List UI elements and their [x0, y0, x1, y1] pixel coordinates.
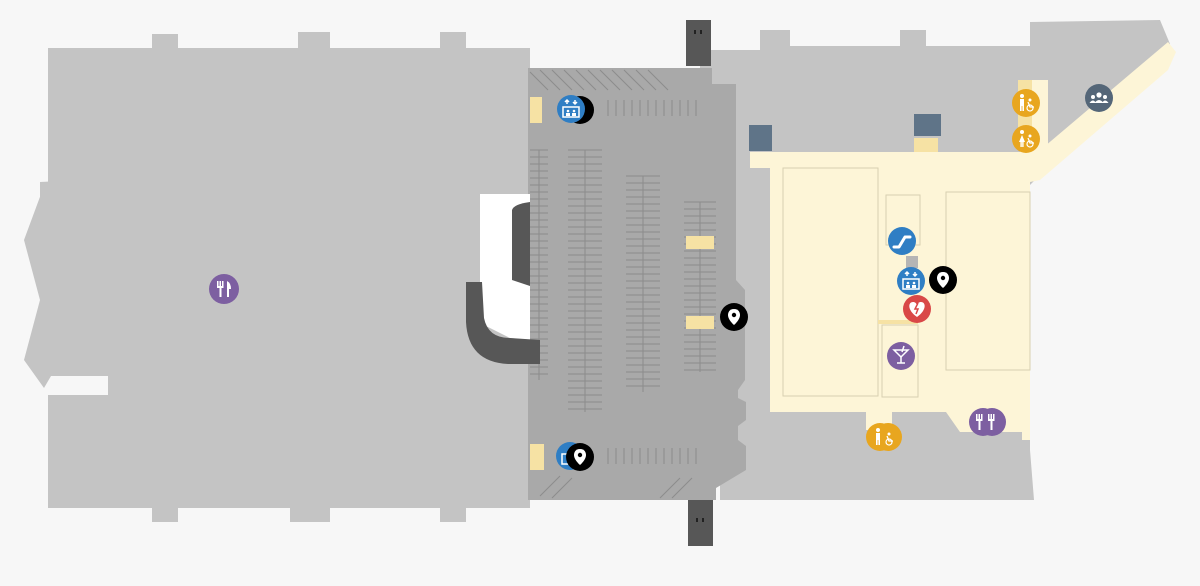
- restroom-icon[interactable]: [1012, 125, 1040, 153]
- restroom-glyph: [876, 428, 893, 446]
- poi-layer: [209, 84, 1113, 471]
- yellow-strip: [878, 320, 918, 324]
- left-hall: [40, 32, 530, 522]
- stair-block: [914, 114, 941, 136]
- room-left: [782, 167, 879, 397]
- poi-circle: [1012, 89, 1040, 117]
- restroom-glyph: [1020, 94, 1034, 112]
- location-pin-icon[interactable]: [566, 443, 594, 471]
- restaurant-icon[interactable]: [969, 408, 1006, 436]
- elevator-glyph: [562, 98, 580, 118]
- restroom-icon[interactable]: [866, 423, 902, 451]
- hatch-top: [529, 69, 669, 91]
- fork-knife-glyph: [976, 414, 995, 430]
- poi-circle: [897, 267, 925, 295]
- left-wing: [24, 186, 72, 388]
- poi-circle: [969, 408, 997, 436]
- highlight-main: [750, 42, 1176, 440]
- elevator-icon[interactable]: [557, 95, 585, 123]
- core-block: [914, 138, 938, 152]
- parking-stalls: [530, 100, 716, 464]
- location-pin-icon[interactable]: [929, 266, 957, 294]
- ramp-curve: [466, 282, 540, 364]
- core-block: [686, 316, 714, 329]
- restroom-icon[interactable]: [1012, 89, 1040, 117]
- cocktail-glyph: [892, 345, 910, 364]
- escalator-icon[interactable]: [888, 227, 916, 255]
- fork-knife-glyph: [217, 281, 231, 297]
- restroom-glyph: [1019, 130, 1034, 148]
- elevator-icon[interactable]: [897, 267, 925, 295]
- core-block: [686, 236, 714, 249]
- bar-cocktail-icon[interactable]: [887, 342, 915, 370]
- group-glyph: [1089, 92, 1109, 103]
- stair-marks: [694, 30, 704, 522]
- restaurant-icon[interactable]: [209, 274, 239, 304]
- room-bar: [881, 324, 919, 398]
- group-icon[interactable]: [1085, 84, 1113, 112]
- grey-core: [906, 256, 918, 268]
- aed-heart-icon[interactable]: [903, 295, 931, 323]
- parking-deck: [528, 68, 746, 500]
- ramp-top: [512, 202, 530, 286]
- parking-structure: [466, 68, 746, 500]
- stair-shaft-bottom: [688, 500, 713, 546]
- core-block: [530, 444, 544, 470]
- poi-circle: [557, 95, 585, 123]
- blue-blocks: [749, 114, 941, 151]
- poi-circle: [1085, 84, 1113, 112]
- hatch-bottom: [539, 475, 693, 499]
- poi-circle: [209, 274, 239, 304]
- elevator-glyph: [902, 270, 920, 290]
- escalator-glyph: [892, 235, 912, 249]
- location-pin-icon[interactable]: [720, 303, 748, 331]
- stair-block: [749, 125, 772, 151]
- poi-circle: [1012, 125, 1040, 153]
- core-block: [530, 97, 542, 123]
- stair-shaft-top: [686, 20, 711, 66]
